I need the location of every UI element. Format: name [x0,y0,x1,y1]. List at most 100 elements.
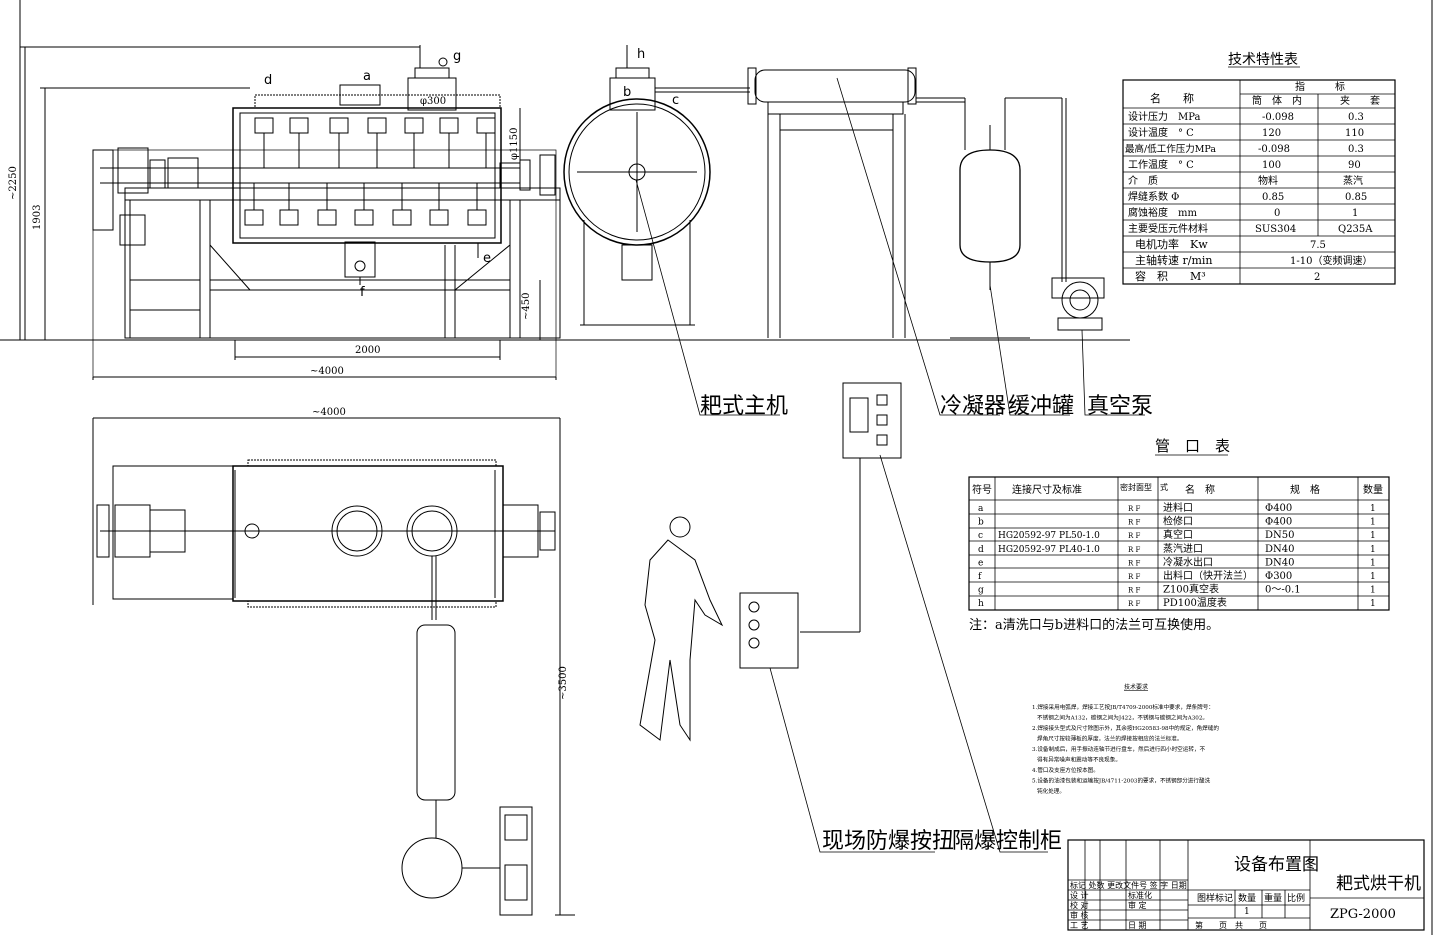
tech-header-jacket: 夹 套 [1340,94,1380,107]
qty-label: 数量 [1238,892,1256,904]
nozzle-cell: b [978,518,984,528]
port-h: h [637,47,645,62]
tech-row-jacket: Q235A [1338,224,1373,235]
port-a: a [363,69,371,84]
dim-450: ~450 [521,293,532,320]
tech-row-name: 设计温度 ° C [1128,126,1194,139]
nozzle-cell: R F [1128,559,1140,567]
nozzle-cell: R F [1128,546,1140,554]
nozzle-header: 密封面型 式 [1120,482,1168,492]
operator-figure [639,516,724,742]
dim-300: φ300 [420,96,446,107]
tech-req-line: 1.焊接采用电弧焊，焊接工艺按JB/T4709-2000标准中要求，焊条牌号： [1032,703,1214,711]
tech-req-line: 不锈钢之间为A132，碳钢之间为J422，不锈钢与碳钢之间为A302。 [1037,714,1208,722]
port-g: g [453,49,461,64]
dim-4000-plan: ~4000 [312,407,346,418]
tech-merged-name: 电机功率 Kw [1135,237,1208,251]
nozzle-cell: 1 [1370,518,1376,528]
nozzle-cell: d [978,545,984,555]
nozzle-cell: PD100温度表 [1163,596,1227,609]
tech-row-jacket: 0.85 [1345,192,1367,203]
nozzle-cell: 检修口 [1163,515,1193,528]
nozzle-header: 符号 [972,483,992,496]
nozzle-cell: 1 [1370,545,1376,555]
tech-req-line: 3.设备制成后，用手振动连轴节进行盘车，然后进行四小时空运转，不 [1032,745,1206,753]
tech-row-jacket: 90 [1348,160,1361,171]
label-vacuum-pump: 真空泵 [1087,394,1153,419]
tech-row-name: 介 质 [1128,175,1158,187]
tech-req-line: 焊角尺寸按较薄板的厚度，法兰的焊接按相应的法兰标准。 [1037,735,1182,743]
nozzle-table-grid [968,454,1390,611]
tech-merged-name: 容 积 M³ [1135,269,1206,283]
nozzle-cell: 1 [1370,504,1376,514]
nozzle-table-title: 管 口 表 [1155,437,1230,455]
nozzle-cell: Φ400 [1265,503,1292,514]
tech-row-name: 设计压力 MPa [1128,110,1201,123]
tech-header-index: 指 标 [1295,80,1345,93]
tech-row-shell: 100 [1262,160,1281,171]
nozzle-cell: HG20592-97 PL50-1.0 [998,531,1100,541]
tech-header-name: 名 称 [1150,91,1194,105]
weight-label: 重量 [1264,892,1282,904]
product-name: 耙式烘干机 [1336,874,1421,894]
port-f: f [360,285,365,300]
nozzle-cell: a [978,504,984,514]
tech-merged-value: 2 [1314,272,1320,283]
nozzle-header: 连接尺寸及标准 [1012,483,1082,496]
vacuum-pump [1051,277,1105,331]
nozzle-cell: 1 [1370,572,1376,582]
nozzle-cell: 1 [1370,531,1376,541]
tech-req-title: 技术要求 [1124,683,1148,691]
tech-merged-value: 1-10（变频调速） [1290,254,1372,267]
tech-table-grid [1122,66,1396,285]
tech-row-shell: 0.85 [1262,192,1284,203]
tech-row-shell: -0.098 [1258,144,1290,155]
nozzle-cell: DN40 [1265,544,1295,555]
review-label: 审 核 [1070,910,1089,920]
nozzle-cell: R F [1128,519,1140,527]
drawing-number: ZPG-2000 [1330,907,1396,922]
rev-row: 标记 处数 更改文件号 签 字 日期 [1070,880,1187,890]
nozzle-cell: R F [1128,600,1140,608]
nozzle-cell: R F [1128,532,1140,540]
design-label: 设 计 [1070,890,1089,900]
nozzle-cell: DN40 [1265,557,1295,568]
plan-view [92,417,575,916]
tech-req-line: 得有异常噪声和震动等不良现象。 [1037,756,1121,764]
nozzle-cell: g [978,586,984,596]
date-label: 日 期 [1128,921,1147,930]
qty-value: 1 [1244,907,1250,917]
tech-row-shell: 物料 [1258,174,1278,187]
nozzle-cell: 蒸汽进口 [1163,542,1203,555]
main-machine-end-view [563,45,750,326]
nozzle-cell: 0～-0.1 [1265,585,1301,596]
tech-row-shell: 0 [1274,208,1280,219]
nozzle-cell: DN50 [1265,530,1295,541]
tech-req-line: 钝化处理。 [1037,787,1065,795]
dim-4000-top: ~4000 [310,366,344,377]
leader-lines [635,77,1145,853]
approve-label: 审 定 [1128,900,1147,910]
tech-merged-name: 主轴转速 r/min [1135,253,1213,267]
nozzle-header: 规 格 [1290,483,1320,496]
tech-row-name: 工作温度 ° C [1128,158,1194,171]
tech-row-jacket: 0.3 [1348,144,1364,155]
nozzle-cell: Φ300 [1265,571,1292,582]
tech-req-line: 2.焊接接头型式及尺寸除图示外，其余按HG20583-98中的规定，角焊缝的 [1032,724,1219,732]
buffer-tank [950,97,1067,339]
label-control-cabinet: 隔爆控制柜 [952,829,1062,854]
title-block-grid [1067,839,1425,931]
stage-label: 图样标记 [1197,892,1233,904]
tech-merged-value: 7.5 [1310,240,1326,251]
main-machine-elevation [20,45,561,380]
tech-row-jacket: 110 [1345,128,1364,139]
tech-row-jacket: 蒸汽 [1343,174,1363,187]
tech-row-shell: SUS304 [1255,224,1296,235]
dim-3500: ~3500 [558,666,569,700]
nozzle-cell: f [978,572,982,582]
nozzle-cell: e [978,558,983,568]
nozzle-cell: 1 [1370,586,1376,596]
port-d: d [264,73,272,88]
